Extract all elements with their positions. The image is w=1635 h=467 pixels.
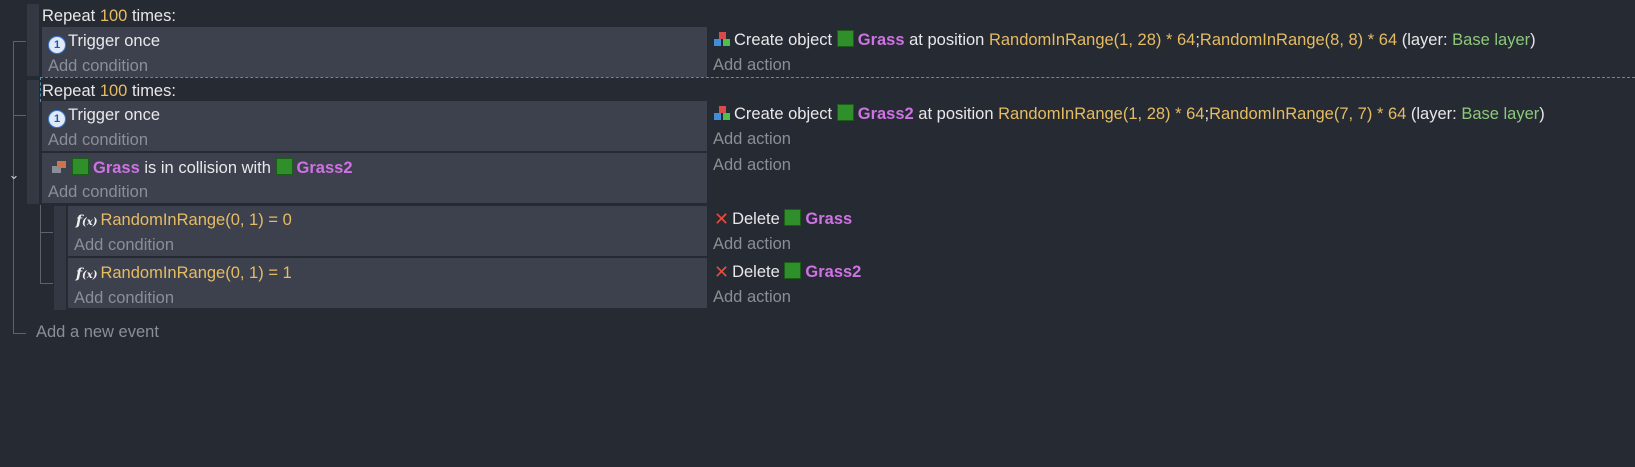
repeat-suffix: times: bbox=[131, 82, 176, 100]
add-condition-button[interactable]: Add condition bbox=[74, 236, 174, 254]
trigger-once-icon: 1 bbox=[48, 36, 66, 54]
tree-line-branch-end bbox=[13, 333, 26, 334]
create-object-icon bbox=[714, 106, 731, 121]
object-swatch bbox=[784, 209, 802, 226]
action-at-position: at position bbox=[918, 105, 994, 123]
delete-x-icon: ✕ bbox=[714, 262, 730, 282]
chevron-down-icon[interactable]: ⌄ bbox=[8, 167, 20, 182]
drop-indicator-line-vertical bbox=[40, 77, 41, 102]
add-action-button[interactable]: Add action bbox=[713, 235, 791, 253]
add-new-event-button[interactable]: Add a new event bbox=[36, 323, 159, 341]
conditions-panel-sub-1[interactable] bbox=[68, 206, 707, 256]
action-verb: Delete bbox=[732, 263, 780, 281]
add-action-button[interactable]: Add action bbox=[713, 156, 791, 174]
action-layer-open: (layer: bbox=[1401, 31, 1448, 49]
drop-indicator-line bbox=[40, 77, 1635, 78]
conditions-panel-collision[interactable] bbox=[42, 153, 707, 203]
action-y-expr[interactable]: RandomInRange(7, 7) * 64 bbox=[1209, 105, 1407, 123]
compare-op: = bbox=[268, 264, 278, 282]
function-fx-icon: f(x) bbox=[76, 266, 98, 282]
compare-value[interactable]: 0 bbox=[282, 211, 292, 229]
action-layer-close: ) bbox=[1530, 31, 1536, 49]
action-create-object-1[interactable]: Create object Grass at position RandomIn… bbox=[714, 29, 1536, 51]
add-condition-button[interactable]: Add condition bbox=[48, 57, 148, 75]
compare-expr[interactable]: RandomInRange(0, 1) bbox=[100, 264, 264, 282]
action-x-expr[interactable]: RandomInRange(1, 28) * 64 bbox=[988, 31, 1196, 49]
action-layer[interactable]: Base layer bbox=[1461, 105, 1540, 123]
event-rail-2[interactable] bbox=[27, 80, 39, 204]
repeat-header-1[interactable]: Repeat 100 times: bbox=[42, 5, 176, 27]
object-swatch bbox=[275, 158, 293, 175]
add-condition-button[interactable]: Add condition bbox=[48, 131, 148, 149]
event-rail-1[interactable] bbox=[27, 4, 39, 76]
action-delete-1[interactable]: ✕Delete Grass bbox=[714, 208, 852, 230]
function-fx-icon: f(x) bbox=[76, 213, 98, 229]
condition-label: Trigger once bbox=[68, 32, 161, 50]
conditions-panel-1[interactable] bbox=[42, 27, 707, 77]
tree-line-sub bbox=[40, 205, 41, 283]
action-layer[interactable]: Base layer bbox=[1452, 31, 1531, 49]
add-action-button[interactable]: Add action bbox=[713, 56, 791, 74]
action-object[interactable]: Grass bbox=[857, 31, 905, 49]
collision-icon bbox=[52, 160, 68, 174]
repeat-header-2[interactable]: Repeat 100 times: bbox=[42, 80, 176, 102]
add-action-button[interactable]: Add action bbox=[713, 288, 791, 306]
compare-op: = bbox=[268, 211, 278, 229]
event-rail-sub[interactable] bbox=[54, 206, 66, 310]
tree-line-sub-branch-1 bbox=[40, 232, 53, 233]
object-swatch bbox=[836, 30, 854, 47]
action-verb: Delete bbox=[732, 210, 780, 228]
action-y-expr[interactable]: RandomInRange(8, 8) * 64 bbox=[1199, 31, 1398, 49]
create-object-icon bbox=[714, 32, 731, 47]
collision-text: is in collision with bbox=[144, 159, 271, 177]
action-sep: ; bbox=[1195, 31, 1200, 49]
action-verb: Create object bbox=[734, 105, 833, 123]
action-object[interactable]: Grass2 bbox=[857, 105, 914, 123]
condition-compare-2[interactable]: f(x)RandomInRange(0, 1) = 1 bbox=[76, 262, 292, 284]
collision-object-a[interactable]: Grass bbox=[93, 159, 140, 177]
conditions-panel-2[interactable] bbox=[42, 101, 707, 151]
condition-label: Trigger once bbox=[68, 106, 161, 124]
collision-object-b[interactable]: Grass2 bbox=[296, 159, 353, 177]
add-condition-button[interactable]: Add condition bbox=[48, 183, 148, 201]
repeat-suffix: times: bbox=[131, 7, 176, 25]
action-delete-2[interactable]: ✕Delete Grass2 bbox=[714, 261, 861, 283]
tree-line-branch-2 bbox=[13, 115, 26, 116]
add-condition-button[interactable]: Add condition bbox=[74, 289, 174, 307]
object-swatch bbox=[784, 262, 802, 279]
trigger-once-icon: 1 bbox=[48, 110, 66, 128]
action-at-position: at position bbox=[909, 31, 985, 49]
action-object[interactable]: Grass2 bbox=[805, 263, 862, 281]
object-swatch bbox=[836, 104, 854, 121]
repeat-label: Repeat bbox=[42, 82, 96, 100]
tree-line-sub-branch-2 bbox=[40, 283, 53, 284]
compare-value[interactable]: 1 bbox=[282, 264, 292, 282]
condition-compare-1[interactable]: f(x)RandomInRange(0, 1) = 0 bbox=[76, 209, 292, 231]
repeat-label: Repeat bbox=[42, 7, 96, 25]
action-verb: Create object bbox=[734, 31, 833, 49]
tree-line-main bbox=[13, 41, 14, 333]
action-x-expr[interactable]: RandomInRange(1, 28) * 64 bbox=[998, 105, 1205, 123]
condition-collision[interactable]: Grass is in collision with Grass2 bbox=[52, 157, 353, 179]
action-object[interactable]: Grass bbox=[805, 210, 853, 228]
object-swatch bbox=[72, 158, 89, 175]
action-layer-close: ) bbox=[1539, 105, 1545, 123]
action-layer-open: (layer: bbox=[1410, 105, 1457, 123]
delete-x-icon: ✕ bbox=[714, 209, 730, 229]
repeat-count[interactable]: 100 bbox=[99, 82, 128, 100]
conditions-panel-sub-2[interactable] bbox=[68, 258, 707, 308]
tree-line-branch-1 bbox=[13, 41, 26, 42]
repeat-count[interactable]: 100 bbox=[99, 7, 128, 25]
action-sep: ; bbox=[1204, 105, 1210, 123]
add-action-button[interactable]: Add action bbox=[713, 130, 791, 148]
compare-expr[interactable]: RandomInRange(0, 1) bbox=[100, 211, 264, 229]
action-create-object-2[interactable]: Create object Grass2 at position RandomI… bbox=[714, 103, 1545, 125]
